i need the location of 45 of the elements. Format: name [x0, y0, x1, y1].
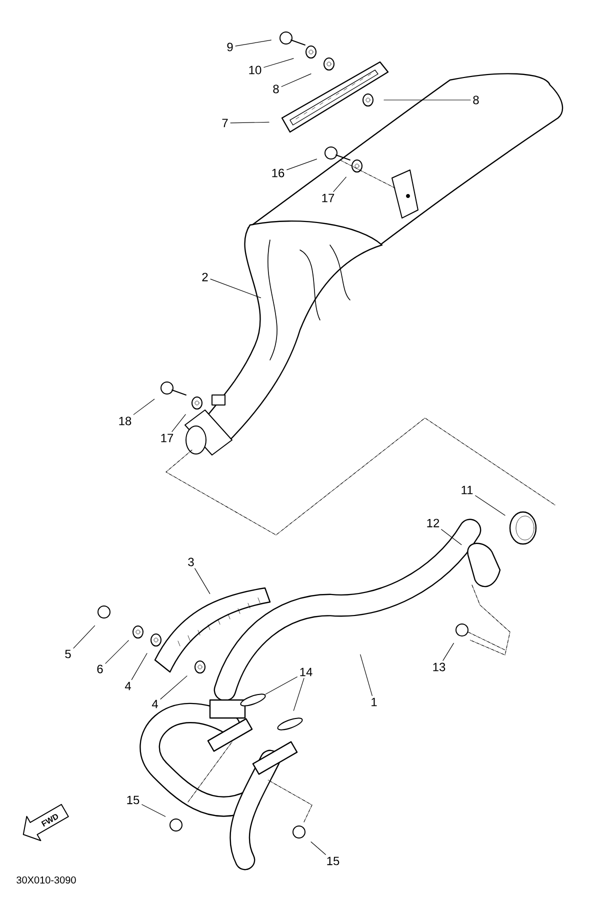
leader-line [442, 642, 454, 661]
callout-number: 1 [372, 698, 377, 706]
callout-number: 13 [433, 662, 446, 672]
callout-number: 2 [202, 272, 208, 282]
leader-line [230, 122, 270, 124]
leader-line [210, 278, 262, 298]
callout-number: 4 [124, 682, 131, 690]
callout-number: 15 [327, 856, 340, 866]
leader-line [160, 676, 188, 700]
callout-number: 12 [427, 518, 440, 528]
callout-number: 17 [322, 194, 334, 202]
leader-line [281, 74, 312, 87]
leader-line [333, 176, 346, 192]
callout-number: 10 [249, 66, 262, 74]
leader-line [475, 495, 506, 516]
leader-line [310, 842, 326, 855]
callout-number: 11 [462, 486, 473, 494]
leader-line [105, 640, 129, 664]
leader-line [235, 40, 272, 46]
callout-number: 9 [227, 42, 233, 52]
callout-number: 17 [161, 434, 174, 442]
leader-line [286, 158, 317, 170]
leader-line [293, 678, 304, 711]
callout-number: 16 [272, 168, 284, 178]
leader-line [264, 58, 294, 68]
callout-number: 3 [188, 558, 194, 566]
callout-number: 6 [97, 664, 103, 674]
callout-number: 8 [273, 84, 279, 94]
callout-number: 5 [65, 650, 71, 658]
leader-line [133, 398, 155, 415]
callout-number: 7 [222, 118, 228, 128]
leader-line [131, 653, 148, 680]
leader-line [441, 529, 462, 546]
leader-line [172, 414, 186, 432]
callout-number: 8 [473, 96, 479, 104]
callout-number: 4 [152, 700, 158, 708]
leader-line [360, 654, 372, 696]
leader-line [142, 804, 166, 817]
callout-number: 14 [300, 668, 312, 676]
callout-number: 15 [127, 796, 140, 804]
leader-line [73, 625, 96, 648]
callout-number: 18 [119, 416, 132, 426]
leader-line [194, 568, 210, 594]
part-code: 30X010-3090 [16, 876, 76, 884]
leader-line [265, 676, 298, 695]
